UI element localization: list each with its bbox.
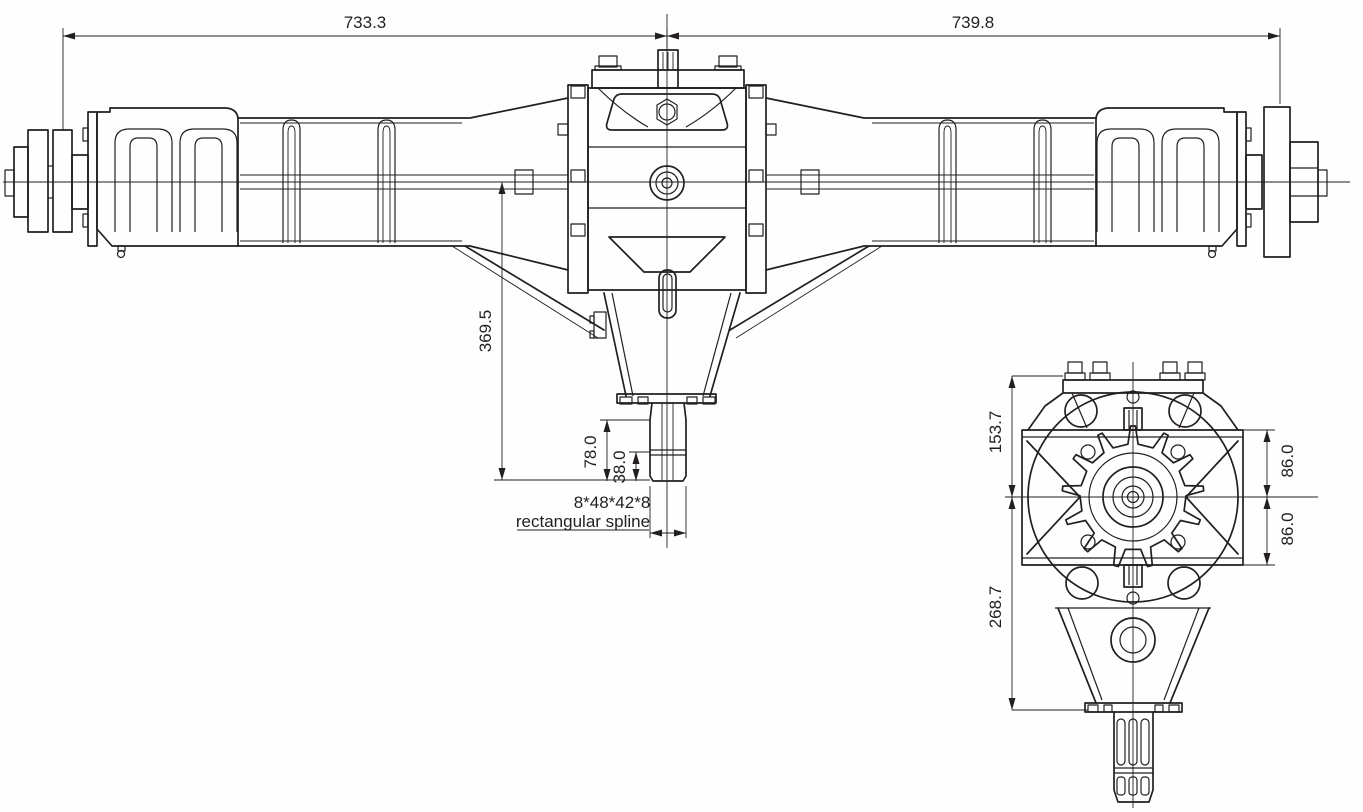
axle-tube-section — [1021, 407, 1244, 588]
left-grease-nipple — [116, 245, 126, 259]
output-shaft — [649, 402, 687, 482]
spline-note-line2: rectangular spline — [516, 512, 650, 531]
left-shaft-coupler — [514, 169, 534, 195]
bottom-key-tab — [1123, 564, 1143, 588]
right-end-block — [1095, 107, 1238, 247]
front-dimensions: 733.3 739.8 369.5 78.0 38.0 8*48*42*8 re… — [62, 13, 1281, 538]
front-centerlines — [3, 14, 1350, 548]
flange-bolts — [557, 85, 777, 237]
housing-slot — [658, 269, 677, 319]
top-input-shaft — [657, 49, 679, 89]
dim-overall-left: 733.3 — [344, 13, 387, 32]
dim-tube-half-lower: 86.0 — [1278, 512, 1297, 545]
left-wheel-end — [4, 111, 98, 247]
dim-overall-right: 739.8 — [952, 13, 995, 32]
round-housing-face — [1027, 391, 1239, 603]
right-face-plate — [1236, 111, 1247, 247]
left-end-block — [96, 107, 239, 247]
side-centerlines — [1005, 362, 1318, 808]
bottom-cover-plate — [608, 236, 726, 273]
side-upper-housing — [1027, 361, 1239, 431]
sprocket-face — [1061, 425, 1205, 568]
top-cover-plate — [605, 93, 729, 131]
center-plug — [649, 165, 685, 201]
right-wheel-end — [1236, 106, 1328, 258]
side-flange-bolts — [1064, 361, 1206, 381]
dim-upper-height: 153.7 — [986, 411, 1005, 454]
spline-note-line1: 8*48*42*8 — [574, 493, 651, 512]
cap-bolts — [594, 55, 742, 71]
side-view: 153.7 268.7 86.0 86.0 — [986, 361, 1318, 808]
right-shaft-coupler — [800, 169, 820, 195]
left-face-plate — [87, 111, 98, 247]
dim-shaft-length: 78.0 — [581, 435, 600, 468]
hex-plug — [656, 98, 678, 126]
left-axle-arm — [96, 97, 605, 339]
right-spline-coupling — [1245, 154, 1263, 210]
side-lower-housing — [1055, 566, 1211, 713]
ring-boss — [1110, 617, 1156, 663]
side-fitting — [589, 311, 607, 339]
dim-lower-height: 268.7 — [986, 586, 1005, 629]
side-dimensions: 153.7 268.7 86.0 86.0 — [986, 375, 1297, 711]
side-bottom-flange — [1084, 702, 1183, 713]
dim-spline-length: 38.0 — [610, 450, 629, 483]
gearbox-top-cap — [591, 69, 745, 89]
right-grease-nipple — [1207, 245, 1217, 259]
dim-drop-height: 369.5 — [476, 310, 495, 353]
bottom-flange — [616, 393, 717, 404]
drop-housing — [589, 269, 741, 405]
right-axle-arm — [729, 97, 1238, 339]
dim-tube-half-upper: 86.0 — [1278, 444, 1297, 477]
central-gearbox — [557, 49, 777, 294]
top-key-tab — [1123, 407, 1143, 431]
side-output-shaft — [1113, 711, 1154, 803]
front-view: 733.3 739.8 369.5 78.0 38.0 8*48*42*8 re… — [3, 13, 1350, 548]
